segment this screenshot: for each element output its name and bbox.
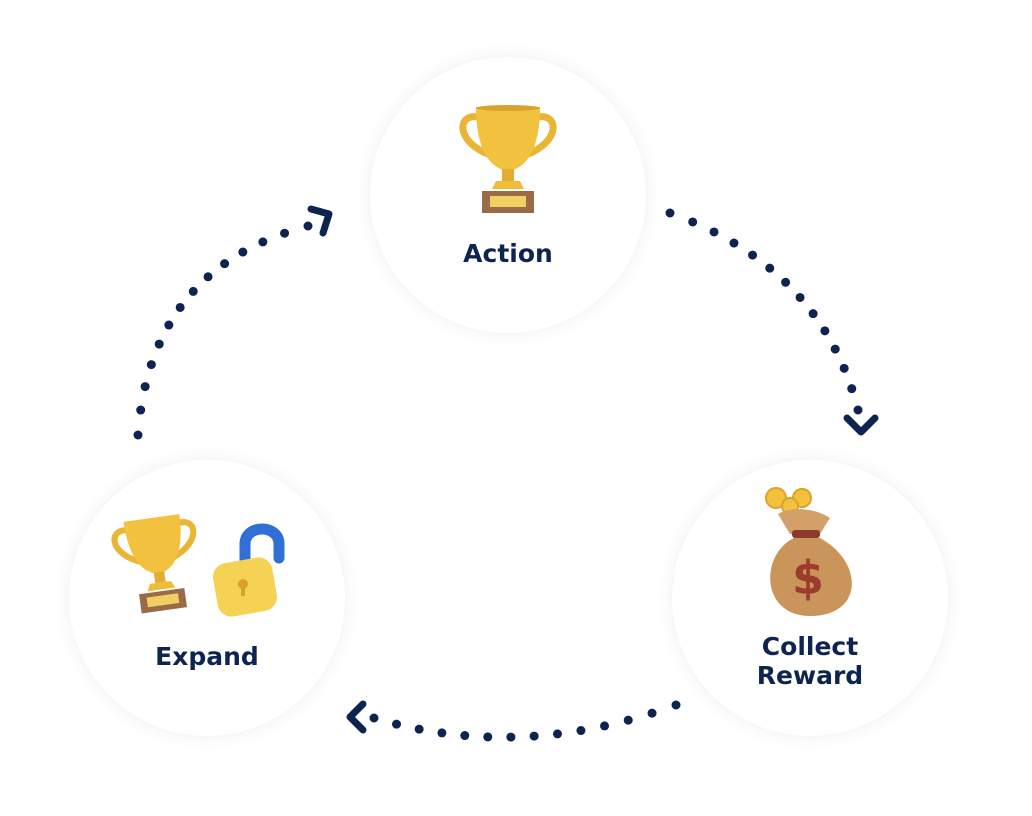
arc-expand-to-action-dot — [220, 259, 230, 269]
node-expand: Expand — [69, 460, 345, 736]
arc-action-to-collect-dot — [729, 238, 739, 248]
node-collect-reward: $ Collect Reward — [672, 460, 948, 736]
arc-action-to-collect-dot — [830, 344, 840, 354]
unlocked-padlock-icon — [212, 523, 285, 617]
arc-collect-to-expand-dot — [552, 729, 562, 739]
arc-collect-to-expand-dot — [460, 731, 470, 741]
arc-expand-to-action-dot — [136, 405, 146, 415]
arrowhead-to-expand — [346, 700, 367, 734]
collect-reward-label-line1: Collect — [761, 632, 859, 661]
arc-expand-to-action-dot — [140, 382, 150, 392]
arrowhead-to-action — [307, 205, 333, 237]
arc-expand-to-action-dot — [175, 302, 185, 312]
arc-collect-to-expand-dot — [414, 724, 424, 734]
arc-expand-to-action-dot — [146, 360, 156, 370]
arc-action-to-collect-dot — [839, 363, 849, 373]
arc-expand-to-action-dot — [188, 286, 198, 296]
node-action: Action — [370, 57, 646, 333]
arc-expand-to-action-dot — [280, 228, 290, 238]
arc-collect-to-expand-dot — [506, 732, 516, 742]
arc-expand-to-action-dot — [238, 247, 248, 257]
arc-collect-to-expand-dot — [392, 719, 402, 729]
arc-collect-to-expand-dot — [437, 728, 447, 738]
arc-action-to-collect-dot — [808, 309, 818, 319]
expand-label: Expand — [155, 642, 259, 671]
arc-expand-to-action-dot — [258, 237, 268, 247]
arrowhead-to-collect — [843, 414, 879, 436]
svg-text:$: $ — [792, 551, 824, 605]
collect-reward-label: Collect Reward — [672, 632, 948, 690]
arc-expand-to-action-dot — [303, 221, 313, 231]
arc-collect-to-expand-dot — [671, 700, 681, 710]
arc-collect-to-expand-dot — [483, 732, 493, 742]
arc-collect-to-expand-dot — [529, 731, 539, 741]
money-bag-icon: $ — [765, 487, 852, 616]
arc-collect-to-expand-dot — [369, 713, 379, 723]
arc-action-to-collect-dot — [709, 227, 719, 237]
arc-collect-to-expand-dot — [576, 726, 586, 736]
arc-action-to-collect-dot — [795, 292, 805, 302]
collect-reward-label-line2: Reward — [756, 661, 864, 690]
arc-collect-to-expand-dot — [600, 721, 610, 731]
arc-expand-to-action-dot — [133, 430, 143, 440]
arc-expand-to-action-dot — [203, 272, 213, 282]
arc-expand-to-action-dot — [164, 320, 174, 330]
action-label: Action — [463, 239, 553, 268]
arc-collect-to-expand-dot — [623, 715, 633, 725]
trophy-icon — [111, 514, 197, 614]
arc-action-to-collect-dot — [765, 263, 775, 273]
arc-expand-to-action-dot — [154, 339, 164, 349]
arc-action-to-collect-dot — [781, 277, 791, 287]
arc-action-to-collect-dot — [665, 208, 675, 218]
arc-collect-to-expand-dot — [647, 708, 657, 718]
arc-action-to-collect-dot — [847, 384, 857, 394]
trophy-icon — [459, 105, 557, 213]
arc-action-to-collect-dot — [688, 217, 698, 227]
arc-action-to-collect-dot — [820, 326, 830, 336]
arc-action-to-collect-dot — [748, 250, 758, 260]
arc-action-to-collect-dot — [853, 405, 863, 415]
